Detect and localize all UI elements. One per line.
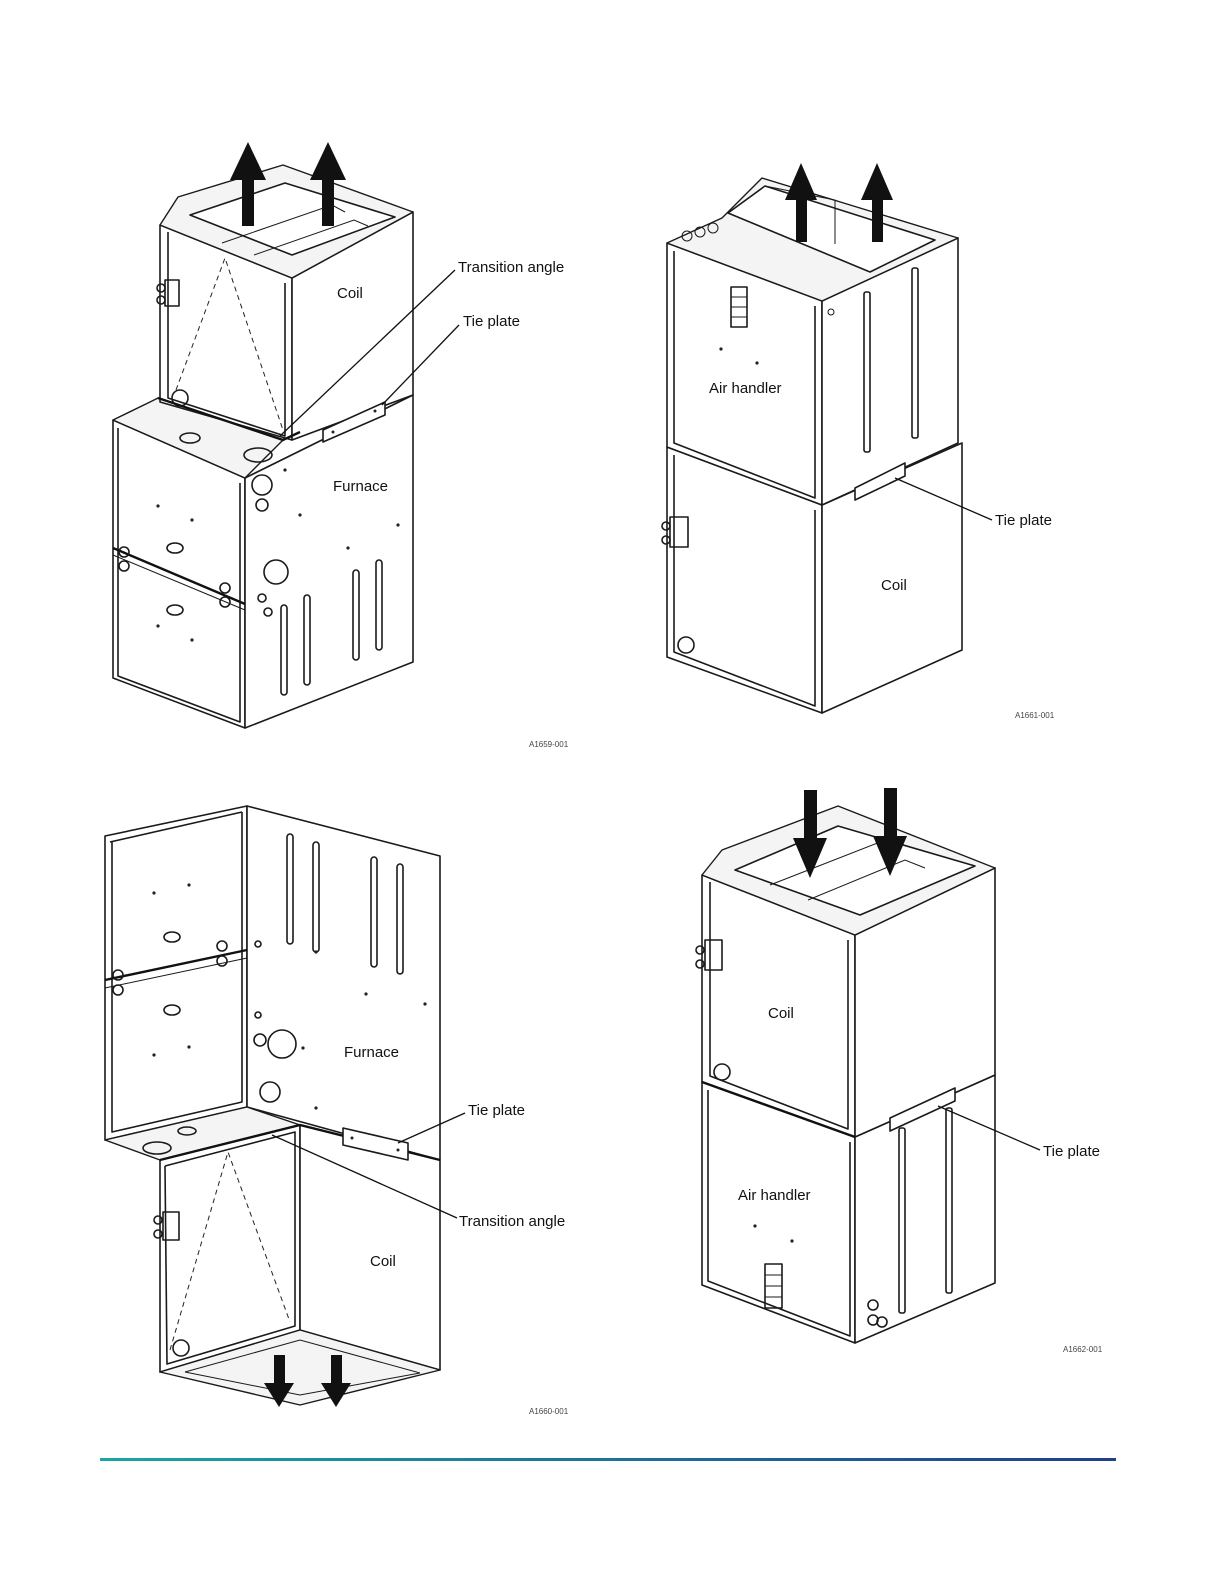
- label-tie-plate: Tie plate: [1043, 1143, 1100, 1160]
- figure-code: A1660-001: [529, 1407, 569, 1416]
- label-tie-plate: Tie plate: [468, 1102, 525, 1119]
- figure-downflow-coil-airhandler: Coil Tie plate Air handler A1662-001: [696, 788, 1103, 1354]
- label-transition-angle: Transition angle: [459, 1213, 565, 1230]
- figure-upflow-airhandler-coil: Air handler Tie plate Coil A1661-001: [662, 163, 1055, 720]
- furnace-side-panel: [247, 806, 440, 1160]
- label-furnace: Furnace: [333, 478, 388, 495]
- footer-rule: [100, 1458, 1116, 1461]
- label-air-handler: Air handler: [709, 380, 782, 397]
- label-furnace: Furnace: [344, 1044, 399, 1061]
- label-coil: Coil: [337, 285, 363, 302]
- figure-upflow-coil-furnace: Coil Transition angle Tie plate Furnace …: [113, 142, 569, 749]
- label-coil: Coil: [881, 577, 907, 594]
- label-coil: Coil: [370, 1253, 396, 1270]
- figure-code: A1661-001: [1015, 711, 1055, 720]
- label-transition-angle: Transition angle: [458, 259, 564, 276]
- coil-side-panel: [300, 1125, 440, 1370]
- figure-code: A1659-001: [529, 740, 569, 749]
- label-tie-plate: Tie plate: [995, 512, 1052, 529]
- label-air-handler: Air handler: [738, 1187, 811, 1204]
- label-coil: Coil: [768, 1005, 794, 1022]
- figure-downflow-furnace-coil: Furnace Tie plate Transition angle Coil …: [105, 806, 569, 1416]
- figure-code: A1662-001: [1063, 1345, 1103, 1354]
- label-tie-plate: Tie plate: [463, 313, 520, 330]
